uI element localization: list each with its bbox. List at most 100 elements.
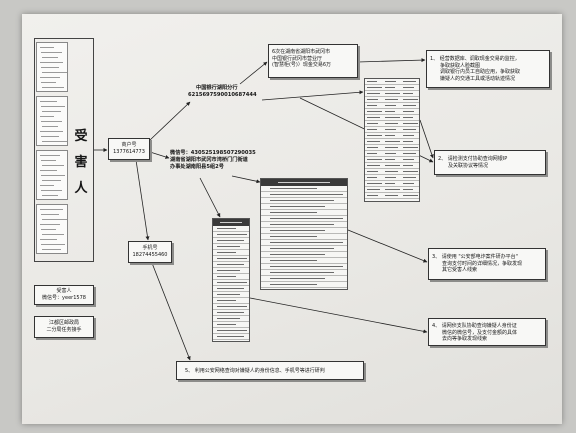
id-line: 微信号：430525198507290035: [170, 150, 256, 156]
table-row: [365, 145, 419, 151]
table-row: [213, 328, 249, 334]
table-cell-text: [269, 194, 343, 195]
table-cell-text: [402, 87, 415, 88]
table-cell-text: [366, 141, 381, 142]
table-header-text: [278, 182, 330, 183]
table-cell-text: [269, 218, 343, 219]
table-cell-text: [384, 195, 399, 196]
table-cell-text: [216, 270, 240, 271]
table-row: [365, 151, 419, 157]
table-cell-text: [269, 188, 317, 189]
table-row: [365, 175, 419, 181]
line-merchant-to-bank: [149, 101, 191, 141]
table-cell-text: [216, 324, 237, 325]
table-row: [261, 210, 347, 216]
table-row: [365, 79, 419, 85]
table-row: [365, 169, 419, 175]
table-row: [365, 85, 419, 91]
table-row: [213, 316, 249, 322]
screenshot-text-stroke: [40, 47, 54, 48]
screenshot-text-stroke: [40, 185, 54, 186]
table-cell-text: [402, 123, 419, 124]
table-cell-text: [269, 266, 343, 267]
screenshot-text-stroke: [40, 131, 63, 132]
table-cell-text: [366, 165, 381, 166]
table-row: [213, 310, 249, 316]
bank-name: 中国银行湖阳分行: [196, 85, 238, 91]
table-cell-text: [402, 141, 413, 142]
table-row: [365, 109, 419, 115]
table-row: [261, 240, 347, 246]
screenshot-text-stroke: [41, 175, 65, 176]
table-cell-text: [269, 200, 335, 201]
screenshot-text-stroke: [40, 116, 54, 117]
table-cell-text: [384, 159, 395, 160]
table-cell-text: [269, 242, 343, 243]
line-merchant-to-id: [149, 151, 170, 159]
bank-account-label: 中国银行湖阳分行 6215697590010687444: [188, 85, 257, 99]
table-cell-text: [366, 183, 383, 184]
line-narrow-table-to-step4: [249, 297, 428, 334]
screenshot-text-stroke: [42, 87, 64, 88]
table-header-text: [220, 222, 242, 223]
table-cell-text: [366, 99, 379, 100]
table-row: [261, 186, 347, 192]
line-phone-to-step5: [151, 262, 191, 361]
screenshot-text-stroke: [41, 190, 62, 191]
table-row: [365, 97, 419, 103]
screenshot-text-stroke: [41, 229, 56, 230]
wechat-account-table: [212, 218, 250, 342]
table-cell-text: [402, 165, 413, 166]
step-2-line: 及关联协议等情况: [448, 162, 489, 169]
table-cell-text: [384, 111, 395, 112]
table-cell-text: [366, 135, 383, 136]
table-cell-text: [216, 306, 248, 307]
table-row: [365, 133, 419, 139]
merchant-box: 商户号 1377614773: [108, 138, 150, 160]
table-cell-text: [402, 147, 419, 148]
table-cell-text: [366, 105, 377, 106]
table-cell-text: [269, 248, 335, 249]
table-cell-text: [384, 93, 401, 94]
victim-title: 受害人: [56, 288, 72, 294]
bureau-line: 二分局任务接手: [46, 326, 82, 333]
table-row: [213, 268, 249, 274]
table-cell-text: [269, 272, 335, 273]
table-cell-text: [366, 195, 379, 196]
table-cell-text: [269, 206, 326, 207]
table-row: [365, 127, 419, 133]
screenshot-text-stroke: [40, 224, 60, 225]
step-1-line: 调取银行内员工自助应用，争取获取: [440, 69, 521, 76]
table-row: [261, 246, 347, 252]
table-row: [213, 286, 249, 292]
table-cell-text: [216, 258, 248, 259]
table-cell-text: [384, 105, 397, 106]
bank-card-number: 6215697590010687444: [188, 91, 257, 98]
table-cell-text: [366, 129, 377, 130]
victim-label-char: 人: [74, 181, 88, 196]
table-row: [365, 193, 419, 199]
screenshot-text-stroke: [42, 126, 58, 127]
screenshot-text-stroke: [42, 234, 64, 235]
line-cash-to-step1: [357, 58, 426, 63]
screenshot-text-stroke: [41, 160, 56, 161]
step-4-line: 去向等争取发现线索: [442, 336, 488, 343]
account-list-table: [260, 178, 348, 290]
table-cell-text: [366, 159, 383, 160]
table-cell-text: [366, 171, 379, 172]
table-row: [213, 226, 249, 232]
table-cell-text: [216, 246, 240, 247]
screenshot-text-stroke: [40, 62, 63, 63]
merchant-number: 1377614773: [113, 148, 145, 155]
table-cell-text: [402, 183, 415, 184]
screenshot-text-stroke: [40, 170, 57, 171]
table-cell-text: [384, 99, 399, 100]
step-3-line: 查询支付时间的详细情况，争取发现: [442, 260, 523, 267]
table-cell-text: [269, 260, 317, 261]
table-cell-text: [216, 336, 244, 337]
step-1-box: 1、 经营数据库、调取现金交易的监控， 争取获取人脸截图 调取银行内员工自助应用…: [426, 50, 550, 88]
table-row: [261, 234, 347, 240]
victim-wechat-box: 受害人 微信号：yeer1578: [34, 285, 94, 305]
table-row: [213, 274, 249, 280]
screenshot-text-stroke: [41, 82, 56, 83]
